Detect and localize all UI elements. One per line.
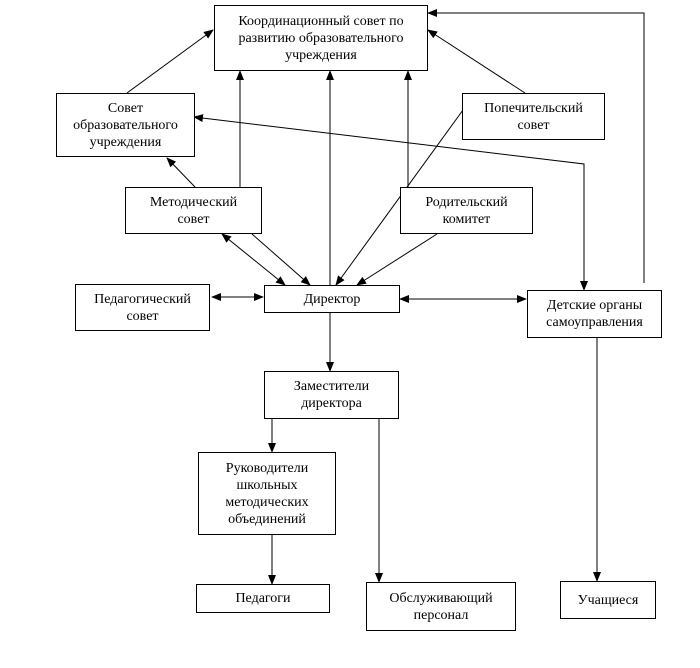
node-director: Директор: [264, 285, 400, 313]
node-director-line-1: Директор: [303, 291, 361, 307]
node-methodical-council-line-1: Методический: [149, 194, 238, 210]
link-parents-director: [356, 233, 438, 286]
node-parents-committee: Родительский комитет: [400, 187, 533, 234]
link-methodical-director-2: [251, 233, 311, 286]
node-school-council: Совет образовательного учреждения: [56, 93, 195, 157]
link-council-children: [193, 114, 588, 291]
node-methodical-council-line-2: совет: [177, 211, 210, 227]
node-coordination-council-line-1: Координационный совет по: [238, 13, 404, 29]
link-council-coordination: [126, 29, 214, 94]
node-method-unit-heads-line-3: методических: [225, 494, 309, 510]
node-school-council-line-2: образовательного: [73, 117, 178, 133]
node-service-staff-line-2: персонал: [413, 607, 469, 623]
node-deputy-directors-line-1: Заместители: [293, 379, 370, 394]
node-pedagogical-council-line-2: совет: [126, 308, 159, 324]
node-trustees-council-line-1: Попечительский: [484, 100, 583, 116]
node-method-unit-heads-line-1: Руководители: [225, 460, 309, 476]
node-teachers: Педагоги: [196, 584, 330, 613]
node-students: Учащиеся: [560, 581, 656, 619]
node-school-council-line-3: учреждения: [89, 134, 162, 150]
node-children-self-government-line-2: самоуправления: [546, 315, 643, 330]
node-parents-committee-line-1: Родительский: [425, 194, 508, 210]
node-method-unit-heads-line-4: объединений: [228, 511, 306, 527]
node-parents-committee-line-2: комитет: [442, 211, 491, 227]
node-method-unit-heads-line-2: школьных: [236, 477, 298, 493]
node-pedagogical-council-line-1: Педагогический: [94, 291, 191, 307]
link-methodical-council: [166, 157, 196, 188]
node-coordination-council: Координационный совет по развитию образо…: [214, 5, 428, 71]
node-method-unit-heads: Руководители школьных методических объед…: [198, 452, 336, 535]
node-students-line-1: Учащиеся: [577, 592, 639, 608]
node-coordination-council-line-2: развитию образовательного: [238, 30, 404, 46]
node-deputy-directors: Заместители директора: [264, 371, 399, 419]
node-service-staff: Обслуживающий персонал: [366, 582, 516, 631]
node-service-staff-line-1: Обслуживающий: [389, 590, 493, 606]
node-pedagogical-council: Педагогический совет: [75, 284, 210, 331]
node-trustees-council-line-2: совет: [517, 117, 550, 133]
node-trustees-council: Попечительский совет: [462, 93, 605, 140]
node-methodical-council: Методический совет: [125, 187, 262, 234]
link-trustees-director: [335, 109, 464, 286]
node-deputy-directors-line-2: директора: [301, 396, 362, 411]
link-methodical-director: [221, 233, 286, 286]
node-children-self-government-line-1: Детские органы: [546, 298, 643, 313]
node-teachers-line-1: Педагоги: [235, 591, 291, 606]
link-children-coordination: [427, 9, 645, 283]
node-children-self-government: Детские органы самоуправления: [527, 290, 662, 338]
node-school-council-line-1: Совет: [107, 100, 144, 116]
link-trustees-coordination: [427, 29, 526, 94]
node-coordination-council-line-3: учреждения: [285, 47, 357, 63]
